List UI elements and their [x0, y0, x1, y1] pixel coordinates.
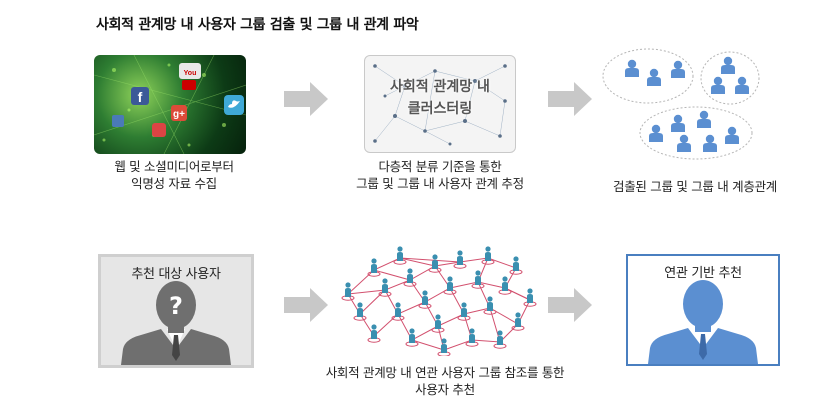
- collect-caption-line2: 익명성 자료 수집: [131, 176, 217, 191]
- recommend-caption: 사회적 관계망 내 연관 사용자 그룹 참조를 통한 사용자 추천: [300, 364, 590, 398]
- diagram-title: 사회적 관계망 내 사용자 그룹 검출 및 그룹 내 관계 파악: [96, 17, 419, 33]
- svg-text:?: ?: [169, 292, 183, 320]
- arrow-right-icon: [548, 288, 592, 322]
- detected-groups-graphic: [602, 48, 760, 160]
- related-recommendation-box: 연관 기반 추천: [626, 254, 780, 366]
- svg-text:g+: g+: [173, 109, 185, 120]
- target-user-label: 추천 대상 사용자: [131, 267, 221, 282]
- social-network-graphic: [341, 245, 537, 356]
- recommended-user-icon: [648, 280, 758, 364]
- cluster-network-graphic: [373, 64, 507, 146]
- clustering-image: 사회적 관계망 내 클러스터링: [364, 55, 516, 153]
- collect-caption: 웹 및 소셜미디어로부터 익명성 자료 수집: [84, 158, 264, 192]
- cluster-label: 사회적 관계망 내 클러스터링: [365, 76, 515, 120]
- arrow-right-icon: [548, 82, 592, 116]
- estimate-caption-line2: 그룹 및 그룹 내 사용자 관계 추정: [356, 176, 524, 191]
- arrow-right-icon: [284, 288, 328, 322]
- svg-text:You: You: [184, 70, 197, 77]
- cluster-label-line2: 클러스터링: [407, 101, 473, 117]
- unknown-user-icon: ?: [121, 281, 231, 365]
- cluster-label-line1: 사회적 관계망 내: [390, 79, 490, 95]
- estimate-caption: 다층적 분류 기준을 통한 그룹 및 그룹 내 사용자 관계 추정: [330, 158, 550, 192]
- estimate-caption-line1: 다층적 분류 기준을 통한: [378, 159, 502, 174]
- svg-text:f: f: [138, 89, 143, 105]
- recommend-caption-line2: 사용자 추천: [415, 382, 475, 397]
- related-rec-label: 연관 기반 추천: [664, 266, 742, 281]
- recommend-caption-line1: 사회적 관계망 내 연관 사용자 그룹 참조를 통한: [325, 365, 565, 380]
- target-user-box: 추천 대상 사용자 ?: [98, 254, 254, 368]
- social-media-icons: f You g+: [94, 55, 246, 154]
- social-media-image: f You g+: [94, 55, 246, 154]
- arrow-right-icon: [284, 82, 328, 116]
- collect-caption-line1: 웹 및 소셜미디어로부터: [114, 159, 234, 174]
- detected-caption: 검출된 그룹 및 그룹 내 계층관계: [613, 179, 777, 194]
